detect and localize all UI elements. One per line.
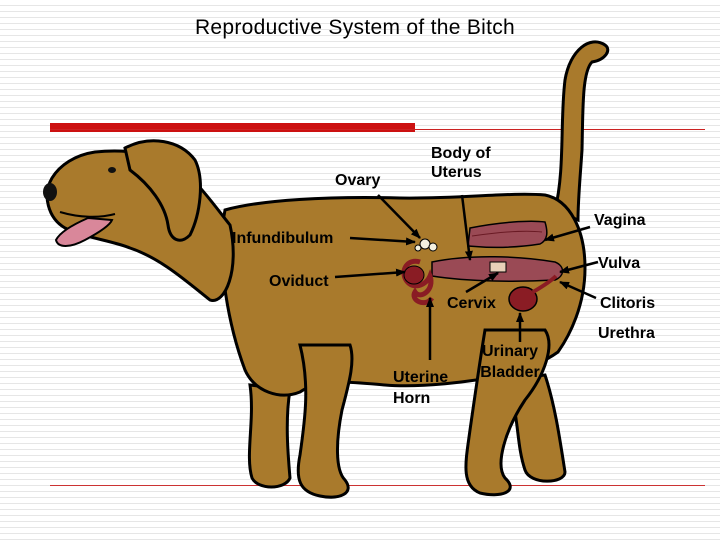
label-oviduct: Oviduct xyxy=(269,273,329,290)
label-urinary-bladder-line2: Bladder xyxy=(480,364,540,381)
arrow-vulva xyxy=(559,260,599,274)
arrow-oviduct xyxy=(334,268,406,279)
dog-leg-far-front xyxy=(247,383,292,489)
organ-cervix xyxy=(489,261,507,273)
label-uterine-horn-line1: Uterine xyxy=(393,369,449,386)
page-title: Reproductive System of the Bitch xyxy=(194,16,516,39)
pointer-arrows xyxy=(334,194,599,360)
title-accent-bar xyxy=(50,123,415,132)
bottom-rule xyxy=(50,485,705,486)
dog-mouth xyxy=(59,211,116,218)
title-rule xyxy=(50,129,705,130)
dog-ear xyxy=(123,139,202,242)
label-clitoris: Clitoris xyxy=(600,295,656,312)
label-cervix: Cervix xyxy=(447,295,496,312)
label-body-of-uterus-line2: Uterus xyxy=(431,164,482,181)
arrow-clitoris xyxy=(559,280,597,300)
label-vagina: Vagina xyxy=(594,212,646,229)
arrow-cervix xyxy=(465,271,499,294)
organ-ovary xyxy=(419,238,431,250)
label-body-of-uterus-line1: Body of xyxy=(431,145,491,162)
arrow-body-of-uterus xyxy=(460,194,473,261)
arrow-vagina xyxy=(544,225,591,242)
dog-leg-near-front xyxy=(296,343,354,499)
arrow-infundibulum xyxy=(349,236,416,246)
label-vulva: Vulva xyxy=(598,255,641,272)
label-infundibulum: Infundibulum xyxy=(232,230,334,247)
dog-tail xyxy=(553,40,610,223)
label-urinary-bladder-line1: Urinary xyxy=(481,343,539,360)
dog-tongue xyxy=(54,216,114,247)
dog-eye xyxy=(108,167,116,173)
reproductive-organs xyxy=(401,220,564,312)
dog-leg-near-hind xyxy=(464,328,551,497)
arrow-ovary xyxy=(377,194,421,239)
label-ovary: Ovary xyxy=(335,172,381,189)
organ-urinary-bladder xyxy=(508,286,538,312)
dog-nose xyxy=(43,183,57,201)
label-uterine-horn-line2: Horn xyxy=(393,390,431,407)
label-urethra: Urethra xyxy=(598,325,655,342)
organ-urethra xyxy=(531,274,558,294)
